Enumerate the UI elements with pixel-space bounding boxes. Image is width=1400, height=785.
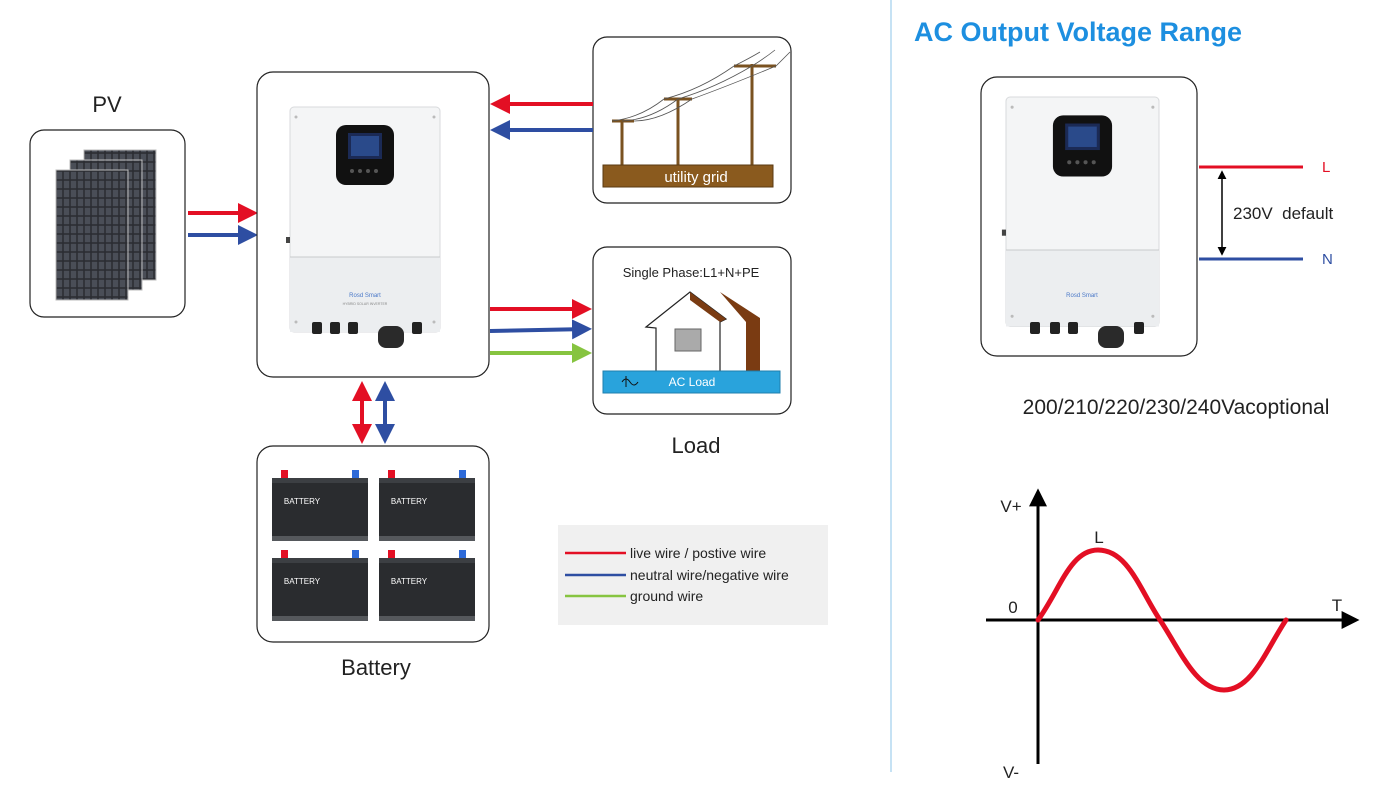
zero-label: 0	[1008, 598, 1017, 617]
ac-load-bar	[602, 370, 781, 394]
sine-wave-curve	[1035, 547, 1289, 693]
ac-output-title: AC Output Voltage Range	[914, 17, 1242, 47]
legend-live-label: live wire / postive wire	[630, 545, 766, 561]
t-axis-label: T	[1332, 596, 1342, 615]
sine-waveform-chart	[986, 488, 1360, 764]
voltage-options-label: 200/210/220/230/240Vacoptional	[1023, 396, 1330, 419]
ac-load-label: AC Load	[669, 375, 716, 389]
v-plus-label: V+	[1000, 497, 1021, 516]
battery-label: Battery	[341, 655, 411, 680]
utility-grid-label: utility grid	[664, 169, 727, 186]
ac-wave-icon	[621, 376, 639, 387]
output-live-label: L	[1322, 159, 1330, 176]
house-icon	[644, 291, 760, 374]
output-inverter-brand: Rosd Smart	[1066, 293, 1098, 299]
output-neutral-label: N	[1322, 251, 1333, 268]
pv-label: PV	[92, 92, 122, 117]
inverter-terminals	[312, 322, 422, 348]
grid-ground-bar	[602, 164, 774, 188]
inverter-subtitle: HYBRID SOLAR INVERTER	[343, 302, 388, 306]
default-voltage-label: 230V default	[1233, 204, 1333, 223]
battery-unit-label: BATTERY	[284, 577, 321, 586]
load-label: Load	[672, 433, 721, 458]
battery-unit-label: BATTERY	[391, 497, 428, 506]
battery-unit-label: BATTERY	[284, 497, 321, 506]
inverter-brand: Rosd Smart	[349, 293, 381, 299]
utility-pole-icon	[611, 49, 791, 165]
single-phase-label: Single Phase:L1+N+PE	[623, 265, 760, 280]
load-neutral-wire-arrow	[489, 319, 592, 340]
legend-neutral-label: neutral wire/negative wire	[630, 567, 789, 583]
output-inverter-terminals	[1030, 322, 1144, 348]
solar-panels-icon	[55, 149, 157, 301]
battery-unit-label: BATTERY	[391, 577, 428, 586]
utility-grid-box	[592, 36, 792, 204]
waveform-peak-label: L	[1094, 528, 1103, 547]
v-minus-label: V-	[1003, 763, 1019, 782]
legend-ground-label: ground wire	[630, 588, 703, 604]
